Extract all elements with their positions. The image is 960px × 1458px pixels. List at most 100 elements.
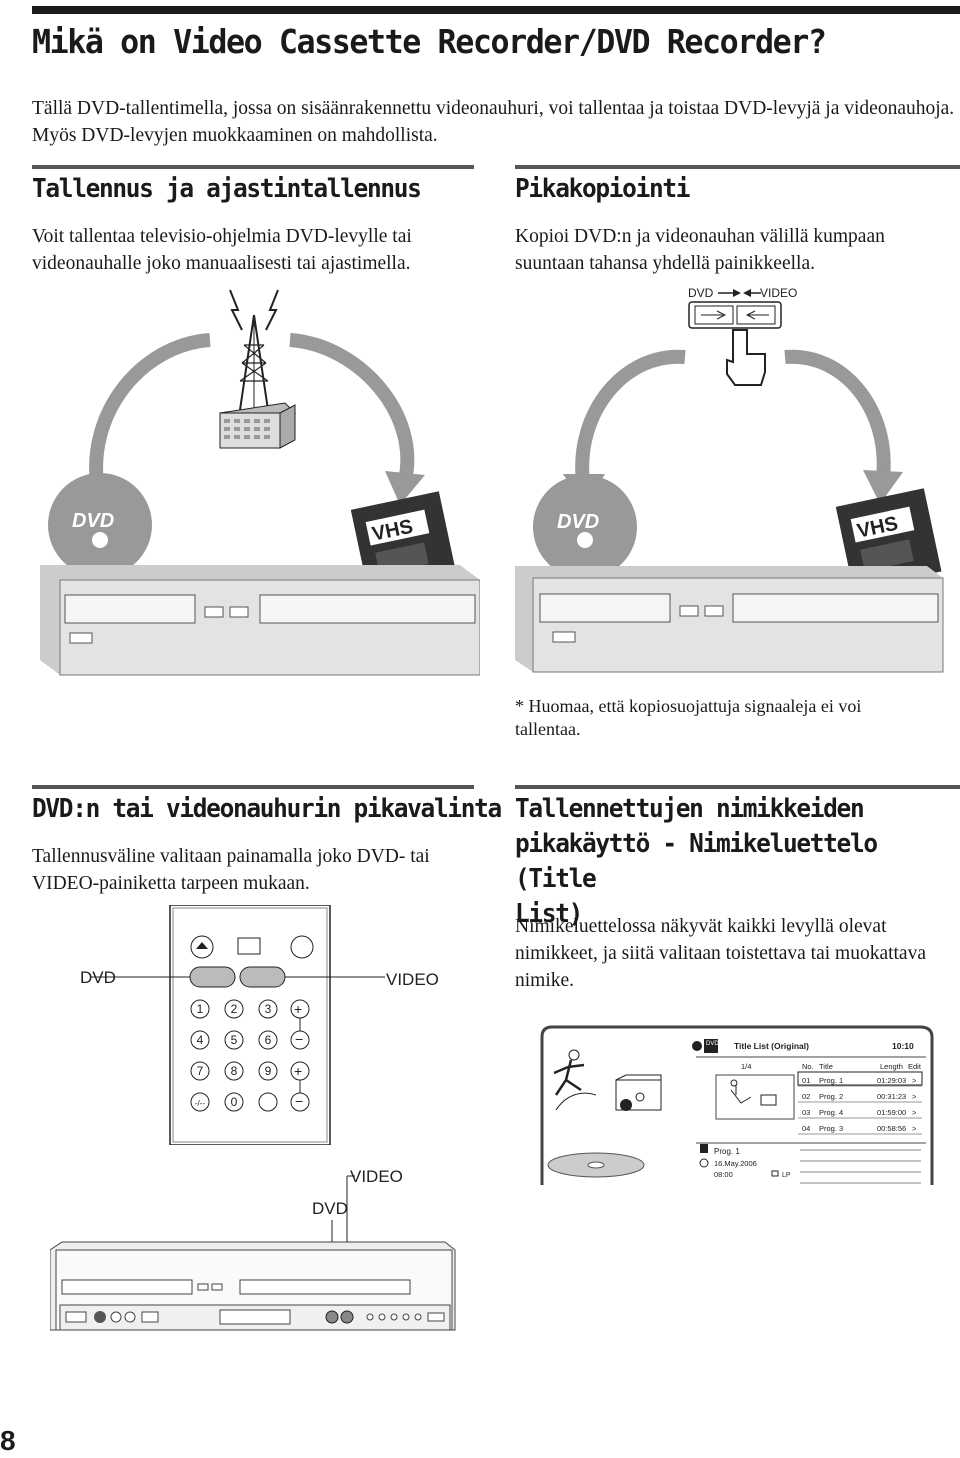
disc-illustration-icon <box>547 1152 645 1178</box>
remote-dvd-button <box>189 966 236 988</box>
key-label: 0 <box>231 1095 238 1109</box>
dubbing-illustration: DVD VIDEO DVD VHS <box>515 286 944 673</box>
info-mode: LP <box>782 1172 791 1179</box>
screen-clock: 10:10 <box>892 1041 914 1051</box>
screen-page: 1/4 <box>741 1062 751 1071</box>
page-title: Mikä on Video Cassette Recorder/DVD Reco… <box>32 22 827 61</box>
info-date: 16.May.2006 <box>714 1159 757 1168</box>
key-1[interactable] <box>190 999 210 1019</box>
key-5[interactable] <box>224 1030 244 1050</box>
col-no: No. <box>802 1062 814 1071</box>
info-time: 08:00 <box>714 1170 733 1179</box>
row-title: Prog. 1 <box>819 1076 843 1085</box>
section-title-title-list: Tallennettujen nimikkeiden pikakäyttö - … <box>515 792 933 932</box>
title-rows: 01 Prog. 1 01:29:03 >02 Prog. 2 00:31:23 >03 Pr… <box>797 1071 923 1135</box>
screen-header: Title List (Original) <box>734 1041 809 1051</box>
row-length: 01:29:03 <box>877 1076 906 1085</box>
dub-button-dvd-label: DVD <box>688 286 714 300</box>
key--/--[interactable] <box>190 1092 210 1112</box>
row-edit: > <box>912 1076 917 1085</box>
dvd-disc-icon: DVD <box>533 475 637 579</box>
row-title: Prog. 2 <box>819 1092 843 1101</box>
svg-text:−: − <box>295 1093 303 1109</box>
key-6[interactable] <box>258 1030 278 1050</box>
disc-icon <box>692 1041 702 1051</box>
section-body-dubbing: Kopioi DVD:n ja videonauhan välillä kump… <box>515 226 885 274</box>
col-length: Length <box>880 1062 903 1071</box>
recorder-deck-icon <box>40 565 480 676</box>
info-title: Prog. 1 <box>714 1147 740 1156</box>
key-label: -/-- <box>195 1099 206 1108</box>
row-length: 00:31:23 <box>877 1092 906 1101</box>
thumbnail <box>715 1074 795 1120</box>
key-label: 4 <box>197 1033 204 1047</box>
section-body-title-list: Nimikeluettelossa näkyvät kaikki levyllä… <box>515 916 926 991</box>
key-enter[interactable] <box>258 1092 278 1112</box>
title-icon <box>700 1144 708 1153</box>
section-rule-title-list <box>515 785 960 789</box>
vhs-tape-icon: VHS <box>835 488 942 591</box>
svg-text:−: − <box>295 1031 303 1047</box>
svg-text:DVD: DVD <box>557 511 599 533</box>
section-rule-recording <box>32 165 474 169</box>
row-length: 00:58:56 <box>877 1124 906 1133</box>
clock-icon <box>699 1158 709 1168</box>
row-no: 01 <box>802 1076 810 1085</box>
key-label: 5 <box>231 1033 238 1047</box>
input-button <box>237 937 261 955</box>
pointing-hand-icon <box>726 329 766 386</box>
key-8[interactable] <box>224 1061 244 1081</box>
eject-icon <box>196 942 208 949</box>
key-9[interactable] <box>258 1061 278 1081</box>
soccer-player-image <box>553 1049 662 1111</box>
key-7[interactable] <box>190 1061 210 1081</box>
remote-video-button <box>239 966 286 988</box>
row-no: 04 <box>802 1124 810 1133</box>
key-label: 9 <box>265 1064 272 1078</box>
broadcast-tower-icon <box>218 289 297 449</box>
key-label: 3 <box>265 1002 272 1016</box>
dvd-rw-badge <box>704 1039 718 1053</box>
key-2[interactable] <box>224 999 244 1019</box>
section-body-recording: Voit tallentaa televisio-ohjelmia DVD-le… <box>32 226 412 274</box>
title-list-screen: DVD -RW Title List (Original) 10:10 1/4 … <box>540 1025 934 1185</box>
section-title-recording: Tallennus ja ajastintallennus <box>32 174 422 204</box>
channel-rocker: + − + − <box>290 999 310 1112</box>
dub-button-video-label: VIDEO <box>760 286 797 300</box>
row-edit: > <box>912 1092 917 1101</box>
key-label: 6 <box>265 1033 272 1047</box>
section-title-dubbing: Pikakopiointi <box>515 174 690 204</box>
svg-text:+: + <box>294 1001 302 1017</box>
recording-illustration: DVD VHS <box>40 289 480 676</box>
section-title-selection: DVD:n tai videonauhurin pikavalinta <box>32 794 502 824</box>
remote-dvd-label: DVD <box>80 968 116 987</box>
section-rule-selection <box>32 785 474 789</box>
recorder-deck-icon <box>515 566 944 673</box>
row-no: 02 <box>802 1092 810 1101</box>
lock-icon <box>771 1170 779 1177</box>
dvd-rw-badge-text: DVD -RW <box>706 1041 733 1047</box>
row-length: 01:59:00 <box>877 1108 906 1117</box>
intro-paragraph: Tällä DVD-tallentimella, jossa on sisään… <box>32 98 955 146</box>
section-title-title-list-line2: pikakäyttö - Nimikeluettelo (Title <box>515 829 878 894</box>
key-4[interactable] <box>190 1030 210 1050</box>
row-title: Prog. 4 <box>819 1108 843 1117</box>
deck-front-illustration: VIDEO DVD <box>50 1167 456 1331</box>
row-no: 03 <box>802 1108 810 1117</box>
key-3[interactable] <box>258 999 278 1019</box>
key-label: 2 <box>231 1002 238 1016</box>
key-0[interactable] <box>224 1092 244 1112</box>
svg-text:DVD: DVD <box>72 510 114 532</box>
section-body-selection: Tallennusväline valitaan painamalla joko… <box>32 846 430 894</box>
key-label: 7 <box>197 1064 204 1078</box>
key-label: 8 <box>231 1064 238 1078</box>
selected-row-highlight <box>797 1071 923 1086</box>
section-rule-dubbing <box>515 165 960 169</box>
page-tab <box>0 1410 30 1458</box>
power-button <box>290 935 314 959</box>
row-edit: > <box>912 1124 917 1133</box>
top-rule <box>32 6 960 14</box>
col-title: Title <box>819 1062 833 1071</box>
